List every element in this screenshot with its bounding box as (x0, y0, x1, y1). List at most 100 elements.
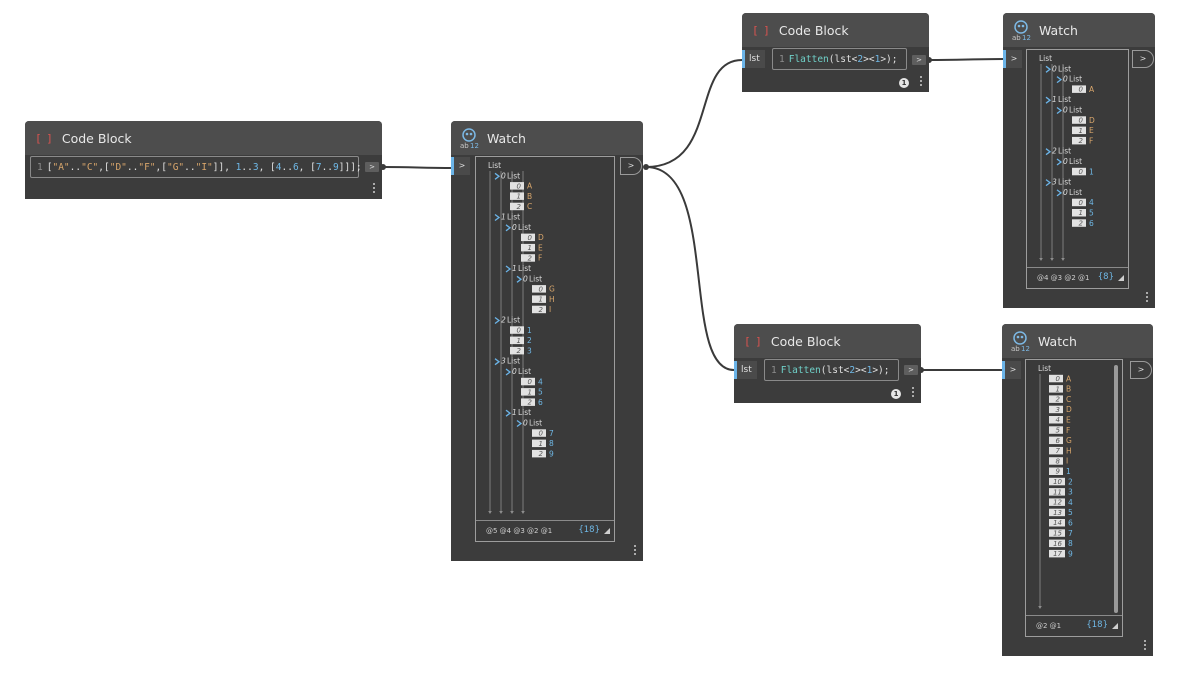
wire-watch-to-bottom-codeblock[interactable] (645, 166, 735, 371)
input-port[interactable]: > (1003, 50, 1022, 68)
code-block-node-top[interactable]: [ ] Code Block lst 1 Flatten(lst<2><1>);… (742, 13, 929, 92)
more-vertical-icon[interactable] (1145, 290, 1149, 304)
chevron-right-icon[interactable] (1045, 65, 1052, 73)
node-header[interactable]: [ ] Code Block (734, 324, 921, 358)
list-levels[interactable]: @2 @1 (1036, 622, 1062, 630)
wire-main-to-watch[interactable] (382, 166, 455, 169)
list-levels[interactable]: @5 @4 @3 @2 @1 (486, 527, 553, 535)
chevron-right-icon[interactable] (494, 316, 501, 325)
chevron-right-icon[interactable] (494, 213, 501, 222)
chevron-right-icon[interactable] (505, 265, 512, 273)
input-port[interactable]: > (1002, 361, 1021, 379)
chevron-right-icon[interactable] (505, 368, 512, 376)
code-text[interactable]: ["A".."C",["D".."F",["G".."I"]], 1..3, [… (47, 162, 362, 173)
tree-list-row[interactable]: List (1039, 54, 1052, 63)
resize-grip-icon[interactable] (1112, 623, 1118, 629)
code-block-node-main[interactable]: [ ] Code Block 1 ["A".."C",["D".."F",["G… (25, 121, 382, 199)
code-block-node-bottom[interactable]: [ ] Code Block lst 1 Flatten(lst<2><1>);… (734, 324, 921, 403)
output-port[interactable]: > (1130, 361, 1152, 379)
code-text[interactable]: Flatten(lst<2><1>); (789, 54, 898, 65)
chevron-right-icon[interactable] (1056, 106, 1063, 115)
code-editor[interactable]: 1 Flatten(lst<2><1>); (764, 359, 899, 381)
node-header[interactable]: ab 12 Watch (451, 121, 643, 155)
chevron-right-icon[interactable] (505, 409, 512, 417)
chevron-right-icon[interactable] (494, 358, 501, 366)
output-port[interactable]: > (904, 365, 918, 375)
more-vertical-icon[interactable] (372, 181, 376, 195)
wire-top-codeblock-to-watch[interactable] (928, 58, 1005, 61)
chevron-right-icon[interactable] (1056, 76, 1063, 84)
node-header[interactable]: [ ] Code Block (25, 121, 382, 155)
resize-grip-icon[interactable] (604, 528, 610, 534)
tree-list-row[interactable]: List (1038, 364, 1051, 373)
tree-list-row[interactable]: List (488, 161, 501, 170)
input-port-lst[interactable]: lst (742, 50, 765, 68)
chevron-right-icon[interactable] (494, 172, 501, 180)
scrollbar[interactable] (1114, 365, 1118, 613)
output-port[interactable]: > (912, 55, 926, 65)
input-port-lst[interactable]: lst (734, 361, 757, 379)
node-header[interactable]: ab 12 Watch (1002, 324, 1153, 358)
code-editor[interactable]: 1 Flatten(lst<2><1>); (772, 48, 907, 70)
input-port[interactable]: > (451, 157, 470, 175)
code-text[interactable]: Flatten(lst<2><1>); (781, 365, 890, 376)
chevron-right-icon[interactable] (1045, 179, 1052, 187)
resize-grip-icon[interactable] (1118, 275, 1124, 281)
chevron-right-icon[interactable] (516, 419, 523, 428)
chevron-right-icon[interactable] (516, 275, 523, 283)
info-badge[interactable]: 1 (899, 78, 909, 88)
info-badge[interactable]: 1 (891, 389, 901, 399)
list-levels[interactable]: @4 @3 @2 @1 (1037, 274, 1090, 282)
